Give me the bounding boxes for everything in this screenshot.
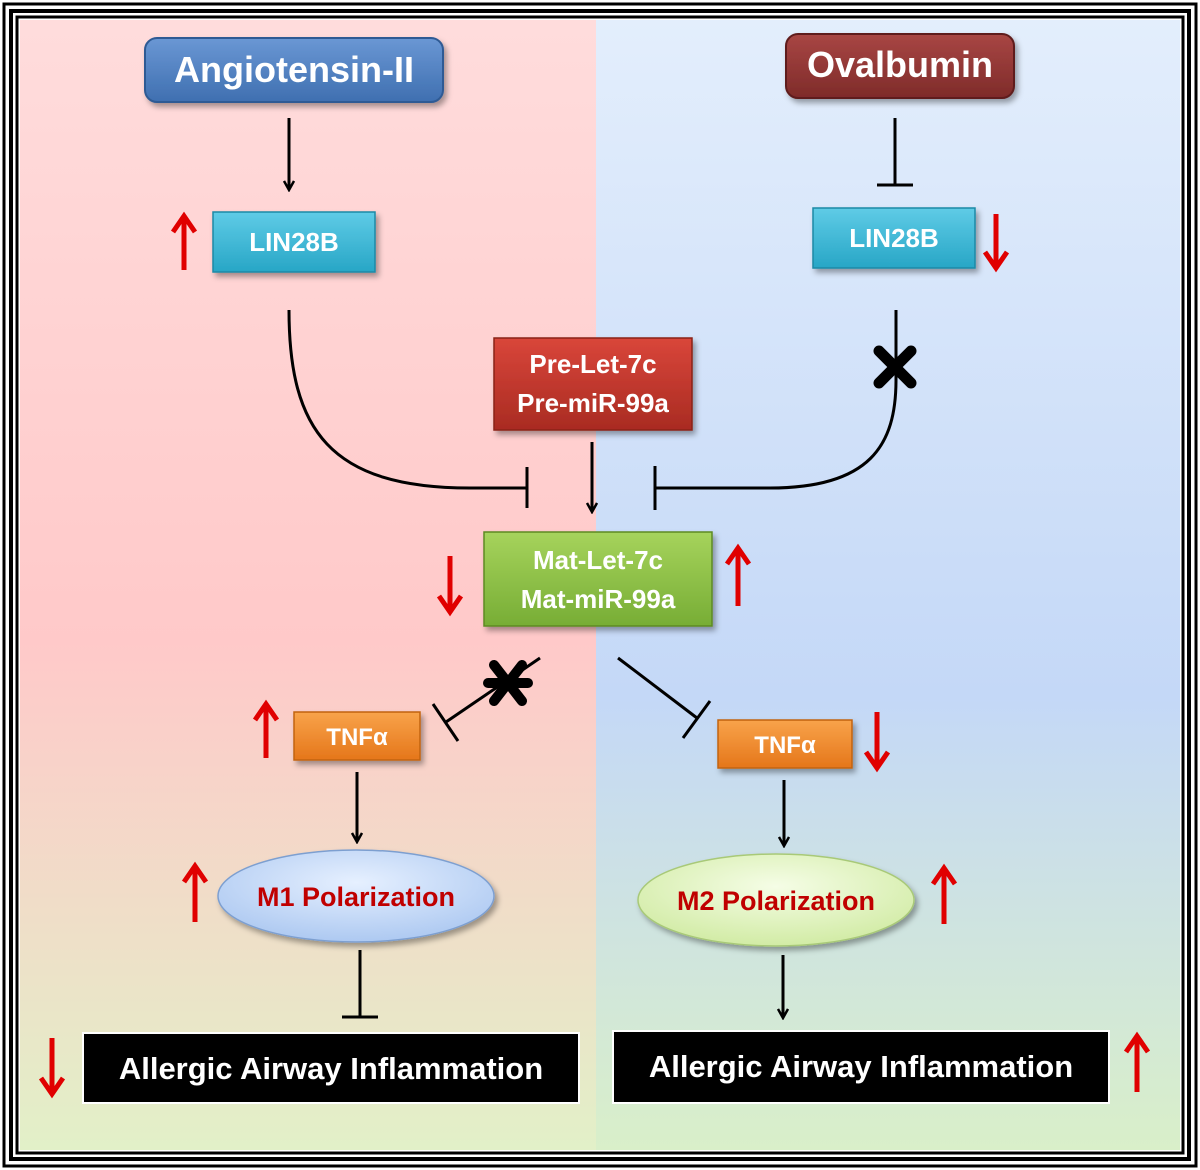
down-arrow-icon-tnf-right xyxy=(863,712,891,773)
regulation-arrow-head xyxy=(930,863,958,886)
regulation-arrow-head xyxy=(863,750,891,773)
pre-mir99a-label: Pre-miR-99a xyxy=(517,388,669,418)
down-arrow-icon-mat-left xyxy=(436,556,464,617)
regulation-arrow-head xyxy=(1123,1031,1151,1054)
mat-mir99a-label: Mat-miR-99a xyxy=(521,584,676,614)
m1-polarization-label: M1 Polarization xyxy=(257,882,455,912)
up-arrow-icon-lin28b-left xyxy=(170,211,198,270)
lin28b-left-label: LIN28B xyxy=(249,227,339,257)
lin28b-right-node: LIN28B xyxy=(812,207,976,269)
tnf-left-label: TNFα xyxy=(326,724,388,751)
regulation-arrows xyxy=(38,211,1151,1099)
mat-let7c-label: Mat-Let-7c xyxy=(533,545,663,575)
outcome-right-node: Allergic Airway Inflammation xyxy=(612,1030,1110,1104)
pre-let7c-label: Pre-Let-7c xyxy=(529,349,656,379)
lin28b-left-node: LIN28B xyxy=(212,211,376,273)
pre-mirna-node: Pre-Let-7c Pre-miR-99a xyxy=(493,337,693,431)
tnf-right-label: TNFα xyxy=(754,732,816,759)
up-arrow-icon-m2 xyxy=(930,863,958,924)
down-arrow-icon-lin28b-right xyxy=(982,214,1010,273)
ovalbumin-label: Ovalbumin xyxy=(807,44,993,85)
angiotensin-label: Angiotensin-II xyxy=(174,49,414,90)
m2-polarization-node: M2 Polarization xyxy=(637,853,915,947)
mature-mirna-node: Mat-Let-7c Mat-miR-99a xyxy=(483,531,713,627)
down-arrow-icon-outcome-left xyxy=(38,1038,66,1099)
blocked-star-icon xyxy=(483,660,533,706)
up-arrow-icon-mat-right xyxy=(724,543,752,606)
frame-border-inner xyxy=(15,15,1185,1155)
regulation-arrow-head xyxy=(982,250,1010,273)
up-arrow-icon-outcome-right xyxy=(1123,1031,1151,1092)
up-arrow-icon-tnf-left xyxy=(252,699,280,758)
tnf-left-node: TNFα xyxy=(293,711,421,761)
blocked-cross-icon-upper xyxy=(873,345,917,389)
outcome-right-label: Allergic Airway Inflammation xyxy=(649,1049,1073,1084)
up-arrow-icon-m1 xyxy=(181,861,209,922)
regulation-arrow-head xyxy=(436,594,464,617)
m2-polarization-label: M2 Polarization xyxy=(677,886,875,916)
frame-border-middle xyxy=(9,9,1191,1161)
lin28b-right-inhibits-maturation-blocked xyxy=(653,310,898,510)
tnf-right-node: TNFα xyxy=(717,719,853,769)
lin28b-left-inhibits-maturation xyxy=(287,309,529,508)
lin28b-right-label: LIN28B xyxy=(849,223,939,253)
ovalbumin-node: Ovalbumin xyxy=(785,33,1015,99)
outcome-left-label: Allergic Airway Inflammation xyxy=(119,1051,543,1086)
regulation-arrow-head xyxy=(252,699,280,722)
regulation-arrow-head xyxy=(38,1076,66,1099)
outcome-left-node: Allergic Airway Inflammation xyxy=(82,1032,580,1104)
regulation-arrow-head xyxy=(724,543,752,566)
m1-inhibits-inflammation xyxy=(342,950,378,1019)
regulation-arrow-head xyxy=(181,861,209,884)
mat-inhibits-tnf-right xyxy=(617,656,712,739)
regulation-arrow-head xyxy=(170,211,198,234)
angiotensin-node: Angiotensin-II xyxy=(144,37,444,103)
m1-polarization-node: M1 Polarization xyxy=(217,849,495,943)
ovalbumin-inhibits-lin28b xyxy=(877,118,913,187)
